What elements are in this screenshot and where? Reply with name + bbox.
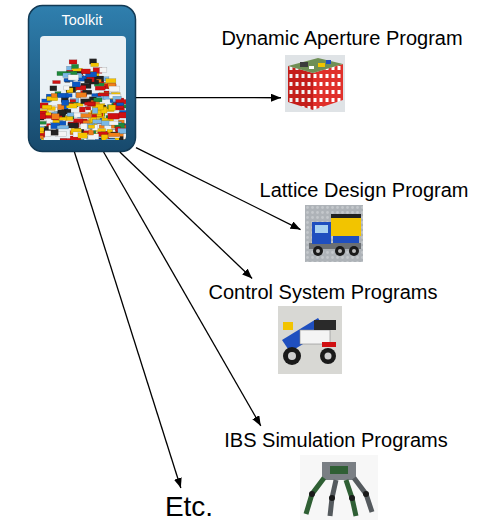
program-title: Dynamic Aperture Program (221, 27, 462, 50)
program-picture: Control System Programs (278, 306, 342, 374)
toolkit-box (29, 6, 136, 152)
program-title: Control System Programs (209, 281, 438, 304)
program-picture: Dynamic Aperture Program (285, 55, 345, 112)
toolkit-box: Toolkit (28, 5, 136, 152)
program-picture: Lattice Design Program (305, 205, 363, 262)
lego-walker (300, 455, 378, 520)
box-title: Toolkit (28, 5, 136, 29)
lego-building (285, 55, 345, 112)
program-picture: IBS Simulation Programs (300, 455, 378, 520)
program-title: IBS Simulation Programs (224, 429, 447, 452)
more-label-node: Etc. (165, 491, 213, 523)
lego-pile (40, 59, 126, 140)
arrow-connector (136, 97, 281, 98)
lego-truck (305, 205, 363, 262)
program-title: Lattice Design Program (260, 179, 469, 202)
lego-robot (278, 306, 342, 374)
etc-label: Etc. (165, 491, 213, 523)
arrow-connector (74, 152, 180, 488)
